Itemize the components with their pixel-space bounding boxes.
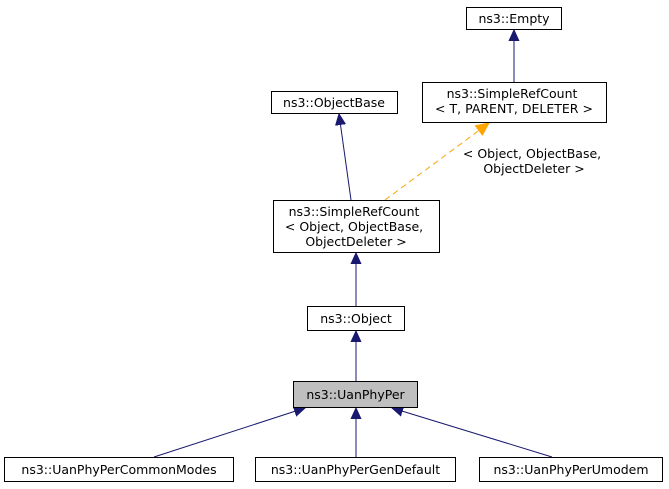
svg-text:ns3::SimpleRefCount < Ob: ns3::SimpleRefCount < Object, ObjectBase… — [285, 204, 427, 249]
edge-umodem-to-uanphyper — [392, 408, 553, 458]
edge-commonmodes-to-uanphyper — [153, 408, 305, 458]
node-simplerefcount-template-line-2: < T, PARENT, DELETER > — [435, 101, 593, 116]
svg-text:ns3::Empty: ns3::Empty — [478, 11, 550, 26]
node-umodem[interactable]: ns3::UanPhyPerUmodem — [479, 457, 663, 482]
node-gendefault-label: ns3::UanPhyPerGenDefault — [271, 462, 440, 477]
template-args-label-line-1: < Object, ObjectBase, — [463, 146, 601, 161]
node-simplerefcount-object-line-3: ObjectDeleter > — [305, 234, 406, 249]
node-empty-label: ns3::Empty — [478, 11, 550, 26]
svg-text:ns3::SimpleRefCount < T,: ns3::SimpleRefCount < T, PARENT, DELETER… — [435, 86, 593, 116]
node-simplerefcount-object[interactable]: ns3::SimpleRefCount < Object, ObjectBase… — [273, 200, 440, 253]
node-empty[interactable]: ns3::Empty — [466, 7, 562, 30]
node-object[interactable]: ns3::Object — [307, 306, 405, 331]
node-umodem-label: ns3::UanPhyPerUmodem — [493, 462, 648, 477]
template-args-label: < Object, ObjectBase, ObjectDeleter > — [463, 146, 605, 176]
node-simplerefcount-template[interactable]: ns3::SimpleRefCount < T, PARENT, DELETER… — [422, 82, 607, 123]
node-simplerefcount-object-line-1: ns3::SimpleRefCount — [289, 204, 420, 219]
edge-template-instantiation — [384, 123, 489, 201]
edge-simplerefcount-object-to-objectbase — [339, 114, 352, 201]
node-objectbase-label: ns3::ObjectBase — [283, 95, 385, 110]
node-object-label: ns3::Object — [320, 311, 392, 326]
node-gendefault[interactable]: ns3::UanPhyPerGenDefault — [255, 457, 456, 482]
node-commonmodes-label: ns3::UanPhyPerCommonModes — [21, 462, 216, 477]
svg-text:ns3::UanPhyPerUmodem: ns3::UanPhyPerUmodem — [493, 462, 648, 477]
svg-text:ns3::UanPhyPerCommonModes: ns3::UanPhyPerCommonModes — [21, 462, 216, 477]
svg-text:ns3::UanPhyPer: ns3::UanPhyPer — [306, 387, 405, 402]
svg-text:ns3::UanPhyPerGenDefault: ns3::UanPhyPerGenDefault — [271, 462, 440, 477]
svg-text:ns3::ObjectBase: ns3::ObjectBase — [283, 95, 385, 110]
svg-text:ns3::Object: ns3::Object — [320, 311, 392, 326]
template-args-label-line-2: ObjectDeleter > — [483, 161, 584, 176]
node-simplerefcount-template-line-1: ns3::SimpleRefCount — [447, 86, 578, 101]
node-objectbase[interactable]: ns3::ObjectBase — [271, 91, 398, 114]
node-uanphyper[interactable]: ns3::UanPhyPer — [293, 381, 418, 408]
node-simplerefcount-object-line-2: < Object, ObjectBase, — [285, 219, 423, 234]
node-commonmodes[interactable]: ns3::UanPhyPerCommonModes — [4, 457, 234, 482]
node-uanphyper-label: ns3::UanPhyPer — [306, 387, 405, 402]
